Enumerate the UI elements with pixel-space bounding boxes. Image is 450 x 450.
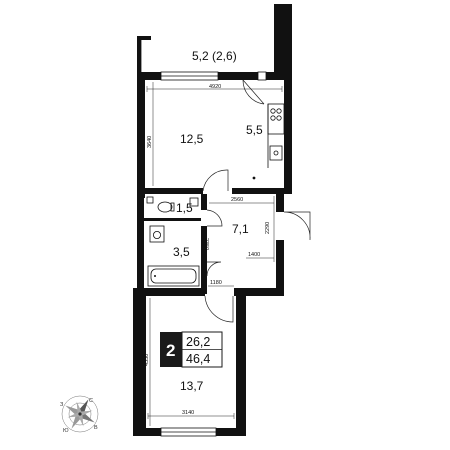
dim-entry-width: 1400 — [248, 252, 260, 258]
dim-hall-depth: 2290 — [265, 222, 271, 234]
room-area-living: 12,5 — [180, 132, 204, 146]
rooms-count: 2 — [166, 341, 175, 360]
compass-icon: С Ю З В — [60, 395, 99, 434]
kitchen-fixtures — [252, 103, 285, 180]
living-area-value: 26,2 — [186, 335, 210, 349]
area-badge: 2 26,2 46,4 — [160, 331, 223, 368]
toilet-fixtures — [146, 196, 199, 213]
windows — [140, 40, 267, 437]
dim-bath-depth: 2350 — [203, 238, 209, 250]
room-area-bedroom: 13,7 — [180, 379, 204, 393]
room-area-kitchen: 5,5 — [246, 123, 263, 137]
dimension-lines — [146, 82, 283, 426]
dim-bedroom-depth: 4350 — [144, 354, 150, 366]
compass-south: Ю — [63, 428, 69, 434]
compass-north: С — [89, 398, 93, 404]
doors — [202, 79, 311, 323]
walls — [133, 4, 292, 436]
room-area-bath: 3,5 — [173, 245, 190, 259]
room-area-hall: 7,1 — [232, 222, 249, 236]
dim-bedroom-width: 3140 — [182, 410, 194, 416]
compass-east: В — [94, 425, 98, 431]
bath-fixtures — [147, 225, 200, 287]
dim-living-depth: 3640 — [147, 136, 153, 148]
dim-living-width: 4920 — [209, 84, 221, 90]
room-area-toilet: 1,5 — [176, 201, 193, 215]
total-area-value: 46,4 — [186, 352, 210, 366]
dim-hall-width: 2560 — [231, 197, 243, 203]
compass-west: З — [60, 402, 64, 408]
dim-bath-width: 1180 — [210, 280, 222, 286]
room-area-balcony: 5,2 (2,6) — [192, 49, 237, 63]
